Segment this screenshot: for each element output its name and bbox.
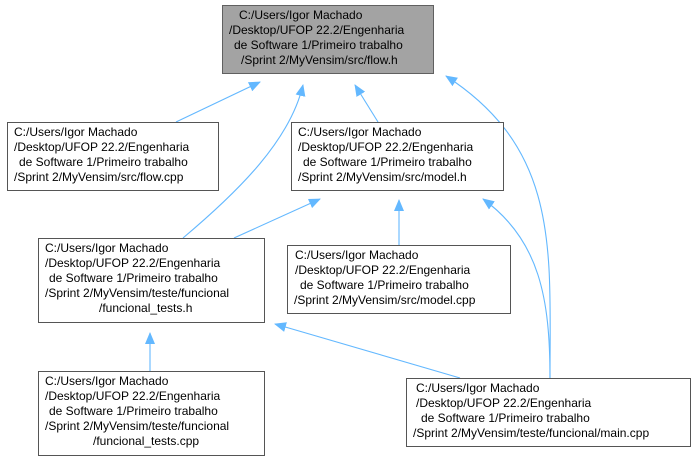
node-model-cpp[interactable]: C:/Users/Igor Machado /Desktop/UFOP 22.2… [287, 245, 511, 314]
node-flow-h-line-4: /Sprint 2/MyVensim/src/flow.h [241, 53, 398, 67]
node-flow-h-line-1: C:/Users/Igor Machado [239, 8, 363, 22]
node-flow-h-line-2: /Desktop/UFOP 22.2/Engenharia [229, 23, 405, 37]
node-flow-cpp-line-2: /Desktop/UFOP 22.2/Engenharia [14, 140, 190, 154]
node-funcional-tests-h-line-2: /Desktop/UFOP 22.2/Engenharia [45, 256, 221, 270]
edge-main-cpp-to-flow-h [445, 75, 551, 379]
node-funcional-tests-cpp-line-4: /Sprint 2/MyVensim/teste/funcional [45, 419, 230, 433]
node-model-h-line-2: /Desktop/UFOP 22.2/Engenharia [298, 140, 474, 154]
node-flow-cpp-line-3: de Software 1/Primeiro trabalho [19, 155, 188, 169]
edge-flow-cpp-to-flow-h [175, 81, 261, 123]
node-flow-cpp-line-4: /Sprint 2/MyVensim/src/flow.cpp [14, 170, 184, 184]
node-main-cpp-line-4: /Sprint 2/MyVensim/teste/funcional/main.… [413, 426, 650, 440]
node-main-cpp-line-3: de Software 1/Primeiro trabalho [421, 411, 590, 425]
node-flow-h[interactable]: C:/Users/Igor Machado /Desktop/UFOP 22.2… [222, 5, 434, 74]
node-model-h[interactable]: C:/Users/Igor Machado /Desktop/UFOP 22.2… [291, 122, 504, 191]
edge-main-cpp-to-model-h [482, 198, 551, 379]
node-model-h-line-3: de Software 1/Primeiro trabalho [303, 155, 472, 169]
node-model-cpp-line-4: /Sprint 2/MyVensim/src/model.cpp [294, 293, 476, 307]
edge-model-h-to-flow-h [354, 84, 379, 123]
edge-funcional-tests-h-to-flow-h [182, 84, 306, 239]
node-flow-h-line-3: de Software 1/Primeiro trabalho [234, 38, 403, 52]
node-model-cpp-line-2: /Desktop/UFOP 22.2/Engenharia [295, 263, 471, 277]
node-model-cpp-line-3: de Software 1/Primeiro trabalho [300, 278, 469, 292]
node-funcional-tests-cpp-line-5: /funcional_tests.cpp [93, 434, 200, 448]
node-funcional-tests-h-line-3: de Software 1/Primeiro trabalho [49, 271, 218, 285]
node-flow-cpp[interactable]: C:/Users/Igor Machado /Desktop/UFOP 22.2… [7, 122, 219, 191]
node-funcional-tests-h-line-1: C:/Users/Igor Machado [45, 241, 169, 255]
node-funcional-tests-cpp[interactable]: C:/Users/Igor Machado /Desktop/UFOP 22.2… [38, 371, 265, 456]
node-funcional-tests-h[interactable]: C:/Users/Igor Machado /Desktop/UFOP 22.2… [38, 238, 265, 323]
node-main-cpp-line-2: /Desktop/UFOP 22.2/Engenharia [416, 396, 592, 410]
node-funcional-tests-cpp-line-2: /Desktop/UFOP 22.2/Engenharia [45, 389, 221, 403]
node-main-cpp-line-1: C:/Users/Igor Machado [416, 381, 540, 395]
edge-funcional-tests-h-to-model-h [233, 198, 321, 239]
node-main-cpp[interactable]: C:/Users/Igor Machado /Desktop/UFOP 22.2… [406, 378, 691, 447]
node-model-cpp-line-1: C:/Users/Igor Machado [295, 248, 419, 262]
edge-main-cpp-to-funcional-tests-h [274, 322, 461, 379]
node-flow-cpp-line-1: C:/Users/Igor Machado [14, 125, 138, 139]
node-funcional-tests-h-line-5: /funcional_tests.h [99, 301, 193, 315]
node-funcional-tests-cpp-line-3: de Software 1/Primeiro trabalho [49, 404, 218, 418]
node-model-h-line-4: /Sprint 2/MyVensim/src/model.h [298, 170, 467, 184]
node-funcional-tests-cpp-line-1: C:/Users/Igor Machado [45, 374, 169, 388]
node-funcional-tests-h-line-4: /Sprint 2/MyVensim/teste/funcional [45, 286, 230, 300]
node-model-h-line-1: C:/Users/Igor Machado [298, 125, 422, 139]
